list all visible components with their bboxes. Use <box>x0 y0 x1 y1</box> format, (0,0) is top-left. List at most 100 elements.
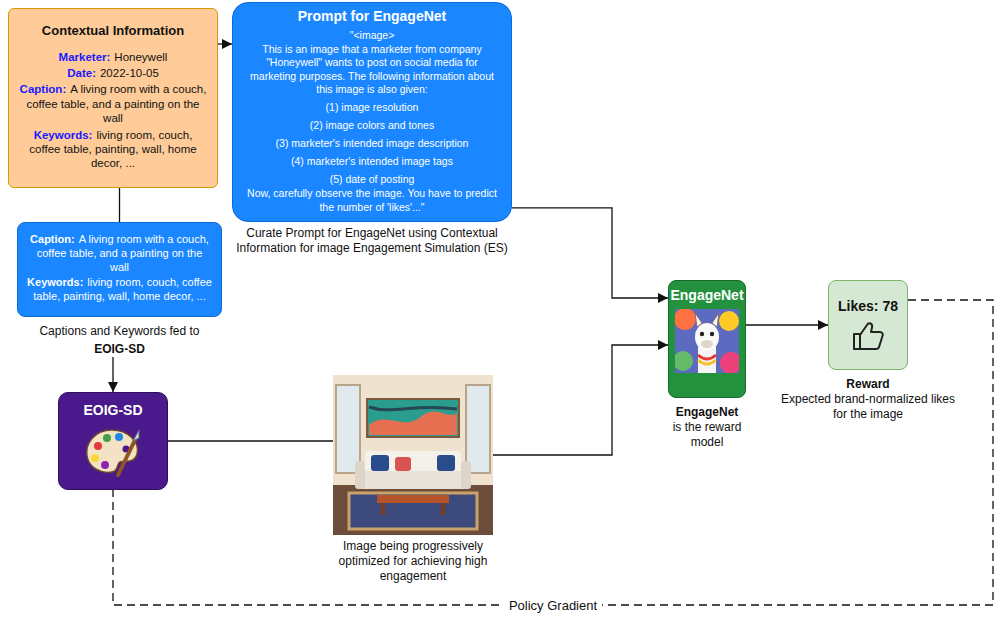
field-label: Keywords: <box>34 129 93 141</box>
body-text: (5) date of posting <box>330 173 415 186</box>
palette-icon <box>82 425 144 479</box>
caption-text: Expected brand-normalized likes for the … <box>773 392 963 422</box>
text-line: Marketer:Honeywell <box>59 50 168 64</box>
drawing-part <box>698 355 716 359</box>
drawing-part <box>700 332 704 336</box>
living-room-image <box>333 375 493 535</box>
drawing-part <box>712 313 719 327</box>
drawing-part <box>441 503 445 515</box>
field-value: 2022-10-05 <box>100 67 159 79</box>
body-text: (3) marketer's intended image descriptio… <box>276 137 469 150</box>
drawing-part <box>377 495 449 503</box>
body-text: (4) marketer's intended image tags <box>291 155 453 168</box>
llama-image <box>675 309 739 373</box>
drawing-part <box>719 311 739 331</box>
reward-model-box: EngageNet EngageNetis the reward model <box>657 280 757 450</box>
drawing-part <box>367 399 459 437</box>
text-line: "<image> <box>350 25 395 43</box>
connector-arrow <box>493 345 668 455</box>
node-caption: Curate Prompt for EngageNet using Contex… <box>232 226 512 256</box>
node-shape: Caption:A living room with a couch, coff… <box>17 222 222 317</box>
field-label: Date: <box>67 67 96 79</box>
drawing-part <box>101 461 109 469</box>
field-label: Caption: <box>20 83 67 95</box>
caption-text: Image being progressively optimized for … <box>323 539 503 584</box>
connector-arrow <box>746 324 828 325</box>
text-line: is the reward model <box>657 420 757 450</box>
node-shape: Likes: 78 <box>828 280 908 370</box>
text-line: EngageNet <box>670 286 743 304</box>
caption-text: Curate Prompt for EngageNet using Contex… <box>232 226 512 256</box>
text-line: (3) marketer's intended image descriptio… <box>276 133 469 151</box>
text-line: Keywords:living room, couch, coffee tabl… <box>17 128 209 171</box>
drawing-part <box>94 442 102 450</box>
drawing-part <box>720 352 739 373</box>
drawing-part <box>91 454 99 462</box>
text-line: Reward <box>773 374 963 392</box>
connector-arrow <box>512 208 668 298</box>
text-line: Caption:A living room with a couch, coff… <box>26 233 213 274</box>
title-text: EngageNet <box>670 287 743 303</box>
field-value: Honeywell <box>114 51 167 63</box>
text-line: Now, carefully observe the image. You ha… <box>243 187 501 214</box>
heading-text: Contextual Information <box>42 23 184 39</box>
reward-value: Likes: 78 <box>838 298 898 314</box>
prompt-box: Prompt for EngageNet "<image>This is an i… <box>232 2 512 256</box>
text-line: (4) marketer's intended image tags <box>291 151 453 169</box>
body-text: "<image> <box>350 29 395 42</box>
drawing-part <box>118 440 135 475</box>
body-text: (2) image colors and tones <box>310 119 434 132</box>
text-line: Date: 2022-10-05 <box>67 66 159 80</box>
drawing-part <box>349 493 477 529</box>
connector-arrow <box>168 440 333 441</box>
caption-keywords-box: Caption:A living room with a couch, coff… <box>17 222 222 357</box>
field-label: Marketer: <box>59 51 111 63</box>
connector-arrow <box>119 188 120 222</box>
dashed-connector <box>113 300 993 605</box>
text-line: (2) image colors and tones <box>310 115 434 133</box>
node-shape <box>333 375 493 535</box>
drawing-part <box>710 332 714 336</box>
text-line: (1) image resolution <box>326 97 419 115</box>
text-line: Expected brand-normalized likes for the … <box>773 392 963 422</box>
thumbs-up-icon <box>849 318 887 354</box>
node-caption: Captions and Keywords fed to EOIG-SD <box>17 321 222 357</box>
drawing-part <box>336 385 360 473</box>
caption-heading: EOIG-SD <box>94 342 145 357</box>
connector-arrow <box>218 43 232 44</box>
node-caption: RewardExpected brand-normalized likes fo… <box>773 374 963 422</box>
field-label: Keywords: <box>27 276 83 288</box>
text-line: Captions and Keywords fed to <box>17 321 222 339</box>
text-line: (5) date of posting <box>330 169 415 187</box>
drawing-part <box>437 455 455 471</box>
drawing-part <box>461 461 471 489</box>
generated-image: Image being progressively optimized for … <box>323 375 503 584</box>
drawing-part <box>675 309 696 330</box>
drawing-part <box>395 457 411 471</box>
body-text: (1) image resolution <box>326 101 419 114</box>
drawing-part <box>466 385 490 473</box>
context-box: Contextual InformationMarketer:Honeywell… <box>8 8 218 188</box>
drawing-part <box>333 375 493 535</box>
text-line: EngageNet <box>657 402 757 420</box>
heading-text: Prompt for EngageNet <box>298 8 447 24</box>
node-shape: Contextual InformationMarketer:Honeywell… <box>8 8 218 188</box>
text-line: This is an image that a marketer from co… <box>243 43 501 97</box>
node-shape: EngageNet <box>668 280 746 398</box>
body-text: This is an image that a marketer from co… <box>243 43 501 97</box>
drawing-part <box>133 430 139 441</box>
generator-box: EOIG-SD <box>58 392 168 490</box>
text-line: Prompt for EngageNet <box>298 7 447 25</box>
drawing-part <box>860 323 883 349</box>
connector-arrow <box>112 357 113 392</box>
drawing-part <box>355 461 365 489</box>
text-line: EOIG-SD <box>17 339 222 357</box>
drawing-part <box>369 411 457 435</box>
text-line: Image being progressively optimized for … <box>323 539 503 584</box>
drawing-part <box>115 433 123 441</box>
text-line: Likes: 78 <box>838 297 898 318</box>
drawing-part <box>369 407 457 410</box>
text-line: Caption:A living room with a couch, coff… <box>17 82 209 125</box>
